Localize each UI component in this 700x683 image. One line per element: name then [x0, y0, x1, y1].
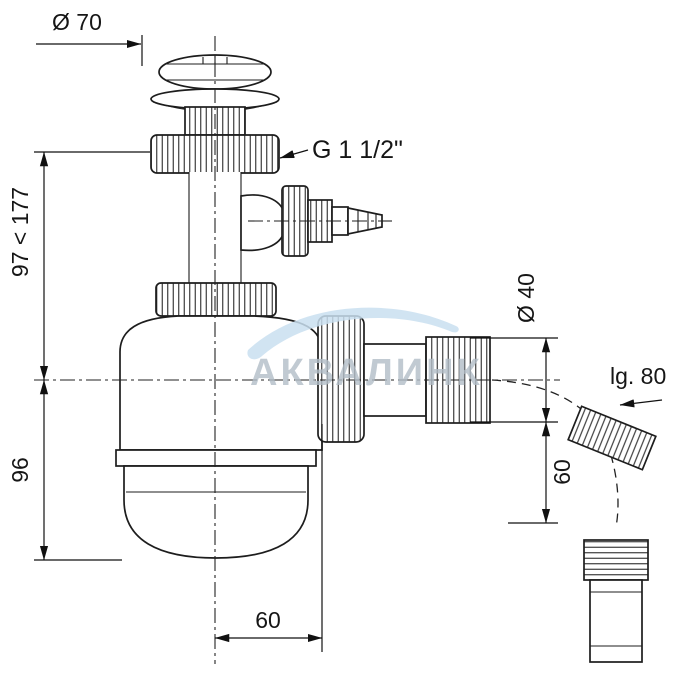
watermark: АКВАЛИНК [247, 307, 483, 394]
bottom-offset-label: 60 [255, 607, 281, 633]
dim-height-range: 97 < 177 [7, 151, 150, 381]
watermark-text: АКВАЛИНК [250, 352, 483, 394]
dim-top-diameter: Ø 70 [36, 9, 143, 66]
dim-outlet-diameter: Ø 40 [470, 273, 558, 423]
rotated-outlet-piece [567, 405, 657, 471]
swing-position-curve [491, 379, 619, 528]
dim-body-height: 96 [7, 379, 122, 561]
middle-union-nut [155, 282, 277, 317]
detached-piece-tube [589, 579, 643, 663]
outlet-drop-label: 60 [549, 459, 575, 485]
thread-size-label: G 1 1/2" [312, 136, 403, 164]
outlet-length-label: lg. 80 [610, 363, 666, 389]
label-outlet-length: lg. 80 [610, 363, 666, 408]
dim-bottom-offset: 60 [214, 424, 323, 652]
dim-outlet-drop: 60 [508, 421, 575, 524]
body-height-label: 96 [7, 457, 33, 483]
top-diameter-label: Ø 70 [52, 9, 102, 35]
label-thread-size: G 1 1/2" [279, 136, 403, 164]
height-range-label: 97 < 177 [7, 187, 33, 277]
branch-elbow [240, 194, 285, 252]
outlet-diameter-label: Ø 40 [513, 273, 539, 323]
detached-piece-thread [583, 539, 649, 581]
cup-joint-ring [115, 449, 317, 467]
watermark-swoosh [247, 307, 459, 360]
detached-outlet-piece [583, 539, 649, 663]
trap-cup [123, 465, 309, 559]
